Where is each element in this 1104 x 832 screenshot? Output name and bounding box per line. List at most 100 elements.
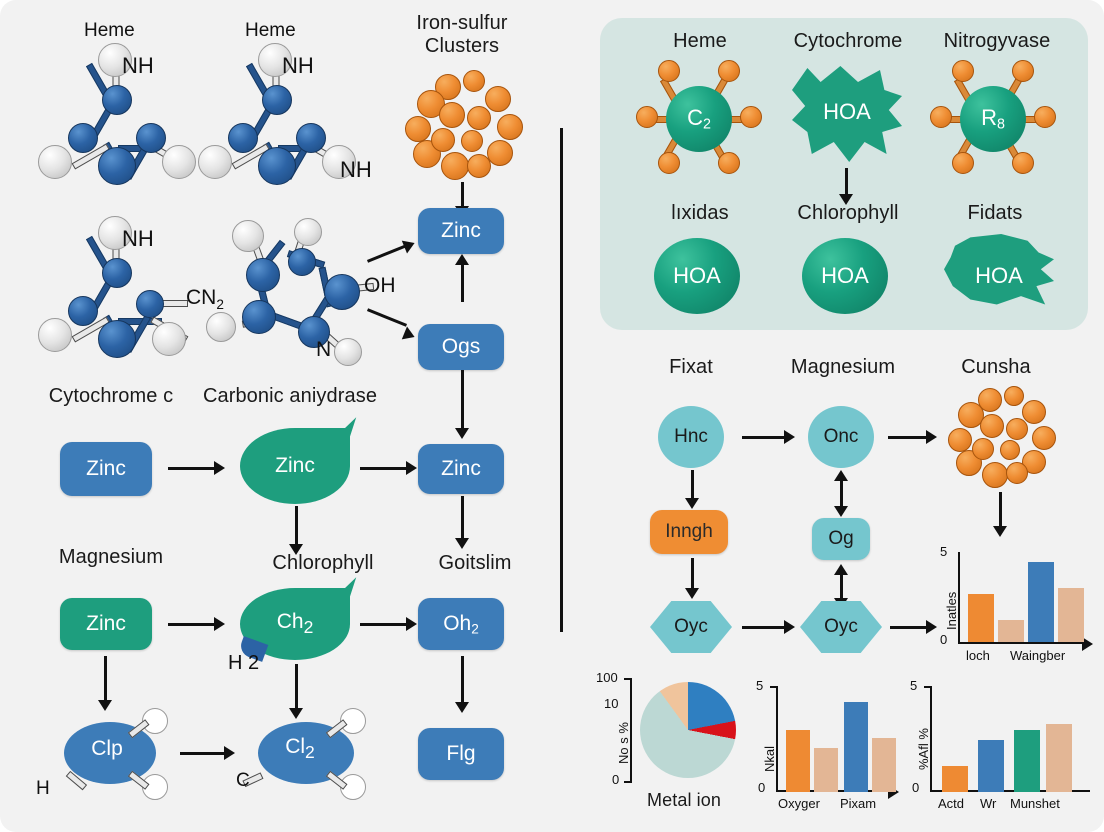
x-axis	[958, 642, 1084, 644]
bar	[786, 730, 810, 792]
arrow-carbonic-to-chlorophyll	[295, 506, 298, 546]
node-label: Ogs	[441, 335, 481, 358]
arrowhead-down	[685, 588, 699, 599]
node-inngh[interactable]: Inngh	[650, 510, 728, 554]
molecule-label-heme-1: Heme	[84, 20, 135, 41]
node-label: Zinc	[86, 457, 126, 480]
teal-item-text: HOA	[975, 263, 1023, 288]
arrowhead-up	[455, 254, 469, 265]
title-chlorophyll: Chlorophyll	[272, 552, 374, 574]
teal-label-heme: Heme	[673, 30, 727, 52]
teal-item-nitrogyvase[interactable]: R8	[930, 58, 1060, 178]
pie-slices	[640, 682, 736, 778]
arrowhead-down	[289, 544, 303, 555]
node-cytochrome-zinc[interactable]: Zinc	[60, 442, 152, 496]
y-tick-top	[624, 678, 632, 680]
y-tick-max: 5	[940, 544, 948, 559]
teal-item-heme[interactable]: C2	[636, 58, 766, 178]
x-tick-0: Actd	[938, 796, 965, 811]
molecule-label-heme-2: Heme	[245, 20, 296, 41]
arrow-hnc-to-onc	[742, 436, 786, 439]
node-oyc-left[interactable]: Oyc	[650, 596, 732, 658]
bar	[1014, 730, 1040, 792]
arrow-ogs-to-zinc	[461, 262, 464, 302]
bar	[872, 738, 896, 792]
teal-label-cytochrome: Cytochrome	[793, 30, 903, 52]
arrow-oyc-to-oyc	[742, 626, 786, 629]
molecule-group-n: N	[316, 338, 332, 361]
h-annotation: H	[36, 778, 50, 799]
arrow-row3-a	[180, 752, 226, 755]
iron-sulfur-clusters-label: Iron-sulfur Clusters	[416, 12, 508, 57]
teal-item-fidats[interactable]: HOA	[944, 234, 1054, 318]
title-cytochrome-c: Cytochrome c	[48, 385, 174, 407]
bar	[1028, 562, 1054, 642]
arrowhead-up	[834, 564, 848, 575]
teal-label-lixidas: lıxidas	[671, 202, 729, 224]
node-magnesium-zinc[interactable]: Zinc	[60, 598, 152, 650]
arrow-row1-a	[168, 467, 216, 470]
arrow-oh2-down	[461, 656, 464, 704]
molecule-cn2: NH CN2	[38, 216, 224, 358]
title-cunsha: Cunsha	[961, 356, 1031, 378]
title-magnesium: Magnesium	[58, 546, 164, 568]
arrow-row2-a	[168, 623, 216, 626]
x-tick-1: Wr	[980, 796, 997, 811]
bar	[942, 766, 968, 792]
teal-item-chlorophyll[interactable]: HOA	[802, 238, 888, 314]
arrowhead-right	[926, 430, 937, 444]
node-clp[interactable]: Clp H	[36, 708, 178, 800]
y-axis	[958, 552, 960, 644]
arrowhead-right	[784, 430, 795, 444]
arrow-chlorophyll-down	[295, 664, 298, 710]
arrowhead-right	[401, 236, 418, 254]
node-cl2[interactable]: Cl2 C	[236, 708, 374, 800]
teal-item-cytochrome[interactable]: HOA	[792, 62, 902, 162]
arrow-onc-og	[840, 478, 843, 508]
node-label: Oyc	[674, 616, 708, 637]
title-goitslim: Goitslim	[438, 552, 512, 574]
node-label: Ch2	[276, 609, 314, 638]
y-tick-bottom	[624, 781, 632, 783]
node-flg[interactable]: Flg	[418, 728, 504, 780]
h2-annotation: H 2	[228, 652, 260, 674]
node-hnc[interactable]: Hnc	[658, 406, 724, 468]
node-ogs[interactable]: Ogs	[418, 324, 504, 370]
arrow-onc-to-cunsha	[888, 436, 928, 439]
teal-item-lixidas[interactable]: HOA	[654, 238, 740, 314]
bar	[844, 702, 868, 792]
arrow-magnesium-down	[104, 656, 107, 702]
arrow-cunsha-to-chart	[999, 492, 1002, 528]
arrowhead-down	[455, 538, 469, 549]
node-carbonic-zinc-leaf[interactable]: Zinc	[240, 412, 357, 504]
y-tick-min: 0	[940, 632, 948, 647]
arrowhead-right	[406, 461, 417, 475]
molecule-heme-1: NH	[38, 43, 220, 185]
node-onc[interactable]: Onc	[808, 406, 874, 468]
arrowhead-up	[834, 470, 848, 481]
node-oyc-right[interactable]: Oyc	[800, 596, 882, 658]
molecule-group-nh-2b: NH	[340, 157, 372, 182]
x-axis	[930, 790, 1090, 792]
x-tick-0: Oxyger	[778, 796, 820, 811]
node-label: Inngh	[665, 521, 713, 542]
node-label: Onc	[823, 426, 859, 447]
molecule-group-nh-1: NH	[122, 53, 154, 78]
node-zinc-top[interactable]: Zinc	[418, 208, 504, 254]
title-magnesium-right: Magnesium	[790, 356, 896, 378]
arrowhead-right	[224, 746, 235, 760]
arrowhead-right	[401, 326, 418, 344]
node-row1-zinc[interactable]: Zinc	[418, 444, 504, 494]
molecule-group-nh-3: NH	[122, 226, 154, 251]
arrowhead-down	[685, 498, 699, 509]
chart-bar-bottom-right: 5 0 %Afl % Actd Wr Munshet	[900, 678, 1090, 818]
arrowhead-down	[993, 526, 1007, 537]
node-label: Zinc	[86, 612, 126, 635]
node-og[interactable]: Og	[812, 518, 870, 560]
teal-label-fidats: Fidats	[967, 202, 1023, 224]
node-oh2[interactable]: Oh2	[418, 598, 504, 650]
bar	[968, 594, 994, 642]
chart-bar-top-right: 5 0 Inatles loch Waingber	[932, 544, 1093, 666]
title-fixat: Fixat	[669, 356, 713, 378]
arrowhead-down	[834, 506, 848, 517]
